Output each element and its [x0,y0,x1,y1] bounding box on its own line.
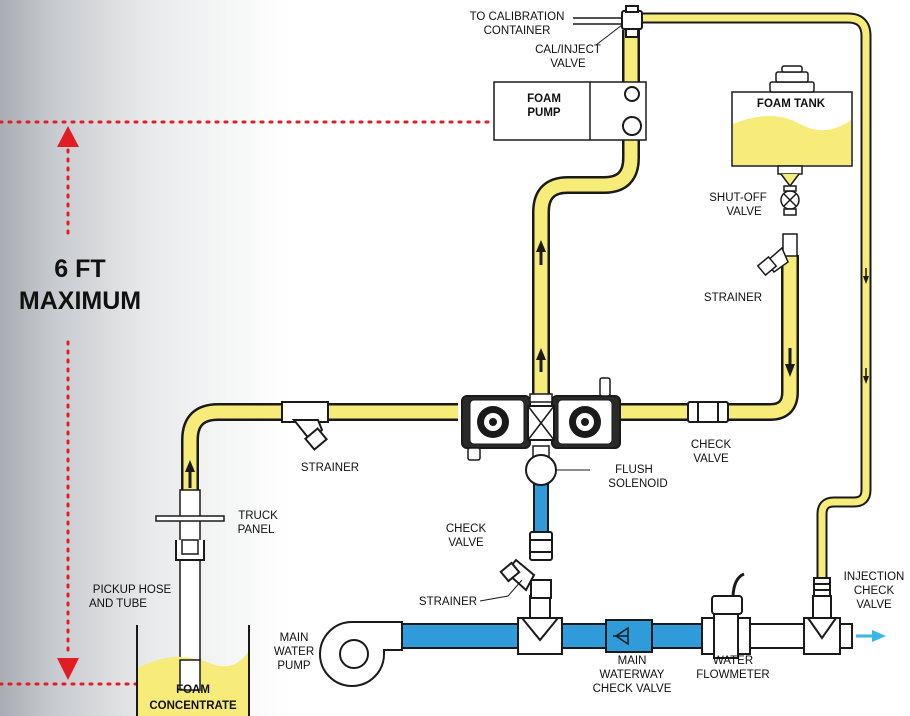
foam-concentrate-line2: CONCENTRATE [149,700,237,712]
right-check-valve [687,401,729,423]
up-arrowhead [57,126,79,147]
strainer-tank-label: STRAINER [704,292,762,304]
down-arrowhead [57,658,79,680]
leader-lines [479,24,623,602]
foam-pipes [181,12,872,585]
foam-tank-label: FOAM TANK [757,98,826,110]
truck-panel-line1: TRUCK [238,510,278,522]
foam-pump-box [493,81,647,141]
blue-strainer [499,558,552,599]
shutoff-line2: VALVE [726,206,762,218]
flowmeter-line1: WATER [713,655,753,667]
flush-solenoid-line2: SOLENOID [608,478,667,490]
waterway-check-line2: WATERWAY [600,669,665,681]
shutoff-line1: SHUT-OFF [709,192,767,204]
outflow-arrow [872,630,886,642]
truck-panel-line2: PANEL [238,524,275,536]
injection-check-valve [813,577,831,597]
to-calibration-line1: TO CALIBRATION [470,11,565,23]
main-water-pump [319,621,403,687]
injection-check-line3: VALVE [856,599,892,611]
foam-pump-line2: PUMP [527,107,561,119]
pickup-hose [155,489,225,691]
main-waterway-check-valve [605,619,653,653]
foam-concentrate-container [136,625,250,716]
to-calibration-line2: CONTAINER [484,25,551,37]
injection-check-line1: INJECTION [844,571,905,583]
waterway-check-line3: CHECK VALVE [593,683,672,695]
main-water-pump-line1: MAIN [280,632,309,644]
injection-check-line2: CHECK [854,585,895,597]
strainer-blue-label: STRAINER [419,596,477,608]
check-valve-blue-line2: VALVE [448,537,484,549]
blue-check-valve [529,531,553,561]
cal-inject-line2: VALVE [550,58,586,70]
height-label-line1: 6 FT [54,255,105,283]
main-water-pump-line2: WATER [274,646,314,658]
foam-pump-line1: FOAM [527,93,561,105]
labels: TO CALIBRATION CONTAINER CAL/INJECT VALV… [89,11,904,712]
pickup-hose-line1: PICKUP HOSE [93,584,172,596]
tee-fittings [517,595,841,655]
height-label-line2: MAXIMUM [19,287,141,315]
flowmeter-line2: FLOWMETER [696,669,769,681]
water-flowmeter [701,572,751,659]
check-valve-right-line2: VALVE [693,453,729,465]
foam-tank [731,65,853,188]
foam-flow-arrows [185,240,869,488]
foam-concentrate-line1: FOAM [176,684,210,696]
cal-inject-line1: CAL/INJECT [535,44,601,56]
strainer-left-label: STRAINER [301,462,359,474]
check-valve-right-line1: CHECK [691,439,732,451]
shutoff-valve [780,185,800,257]
flush-solenoid-line1: FLUSH [615,464,653,476]
foam-pump-unit [461,377,621,461]
height-measurement: 6 FT MAXIMUM [0,120,502,686]
cal-inject-valve [621,5,643,38]
main-water-pump-line3: PUMP [277,660,311,672]
left-strainer [281,401,329,451]
pickup-hose-line2: AND TUBE [89,598,147,610]
check-valve-blue-line1: CHECK [446,523,487,535]
flush-solenoid [525,445,590,486]
waterway-check-line1: MAIN [618,655,647,667]
tank-strainer [756,246,789,277]
